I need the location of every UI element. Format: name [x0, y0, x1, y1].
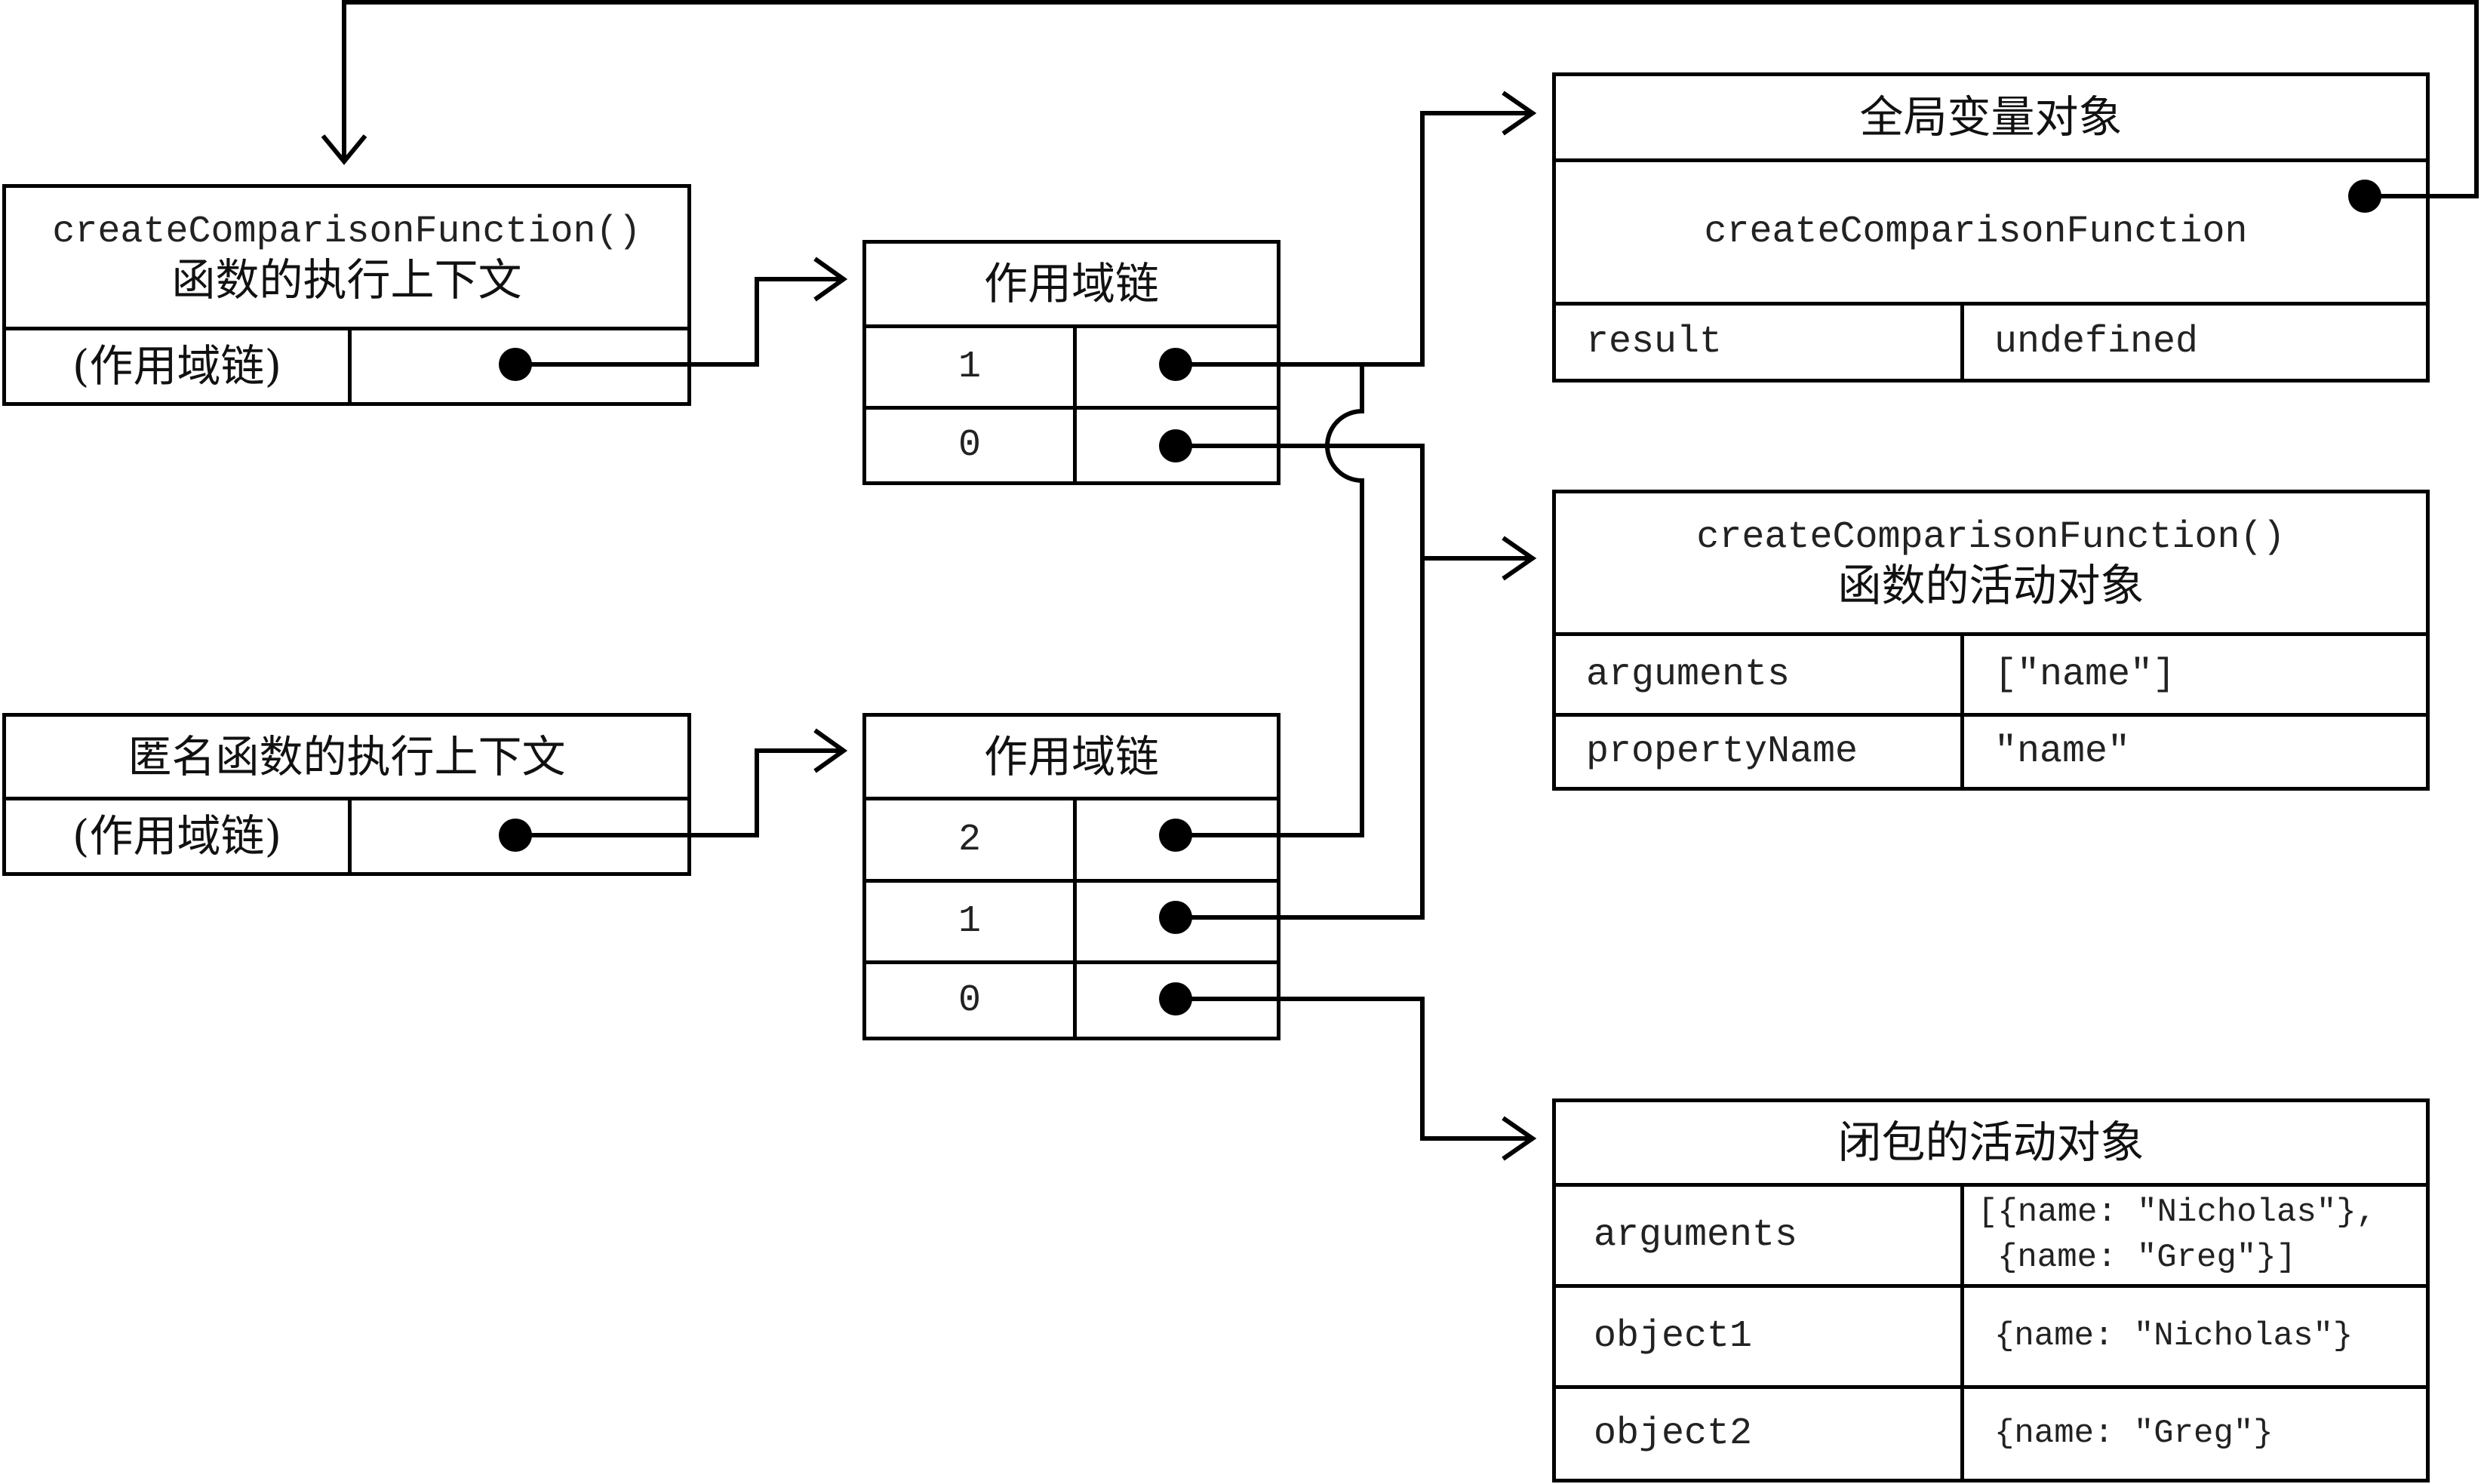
scope-chain-index: 0 [958, 424, 981, 467]
context-title: 匿名函数的执行上下文 [6, 717, 687, 797]
global-function-row: createComparisonFunction [1556, 158, 2426, 302]
variable-row: result undefined [1556, 302, 2426, 379]
scope-chain-row: 1 [866, 324, 1277, 406]
scope-chain-row: 0 [866, 960, 1277, 1037]
arrowhead [1502, 536, 1537, 581]
variable-name: arguments [1594, 1214, 1798, 1257]
context-title-cn: 函数的执行上下文 [171, 253, 522, 306]
scope-chain-pointer-cell [348, 330, 687, 402]
scope-chain-pointer-cell [1073, 964, 1277, 1037]
arrowhead [1502, 1116, 1537, 1161]
context-title-cn: 匿名函数的执行上下文 [128, 730, 566, 782]
variable-name: object2 [1594, 1412, 1753, 1455]
scope-chain-table-1: 作用域链 1 0 [862, 240, 1280, 485]
scope-chain-index: 2 [958, 818, 981, 862]
pointer-dot [1159, 982, 1192, 1015]
pointer-dot [2348, 180, 2381, 213]
scope-chain-table-2: 作用域链 2 1 0 [862, 713, 1280, 1040]
pointer-dot [1159, 819, 1192, 852]
pointer-dot [499, 819, 532, 852]
arrowhead [813, 728, 848, 773]
pointer-dot [1159, 348, 1192, 381]
scope-chain-label: (作用域链) [72, 340, 282, 392]
create-function-activation-object: createComparisonFunction() 函数的活动对象 argum… [1552, 490, 2430, 791]
context-title: createComparisonFunction() 函数的执行上下文 [6, 188, 687, 327]
arguments-value-line-2: {name: "Greg"}] [1997, 1238, 2297, 1277]
arguments-value-line-1: [{name: "Nicholas"}, [1978, 1194, 2377, 1232]
variable-value: {name: "Greg"} [1960, 1389, 2426, 1479]
scope-chain-label: (作用域链) [72, 810, 282, 862]
variable-name: result [1586, 321, 1723, 364]
scope-chain-pointer-cell [1073, 328, 1277, 406]
variable-value: ["name"] [1960, 636, 2426, 713]
scope-chain-index: 0 [958, 979, 981, 1022]
scope-chain-pointer-cell [348, 800, 687, 872]
variable-value: undefined [1960, 306, 2426, 379]
arrowhead [1502, 91, 1537, 136]
scope-chain-pointer-cell [1073, 800, 1277, 879]
scope-chain-row: (作用域链) [6, 327, 687, 402]
global-variable-object: 全局变量对象 createComparisonFunction result u… [1552, 72, 2430, 383]
scope-chain-index: 1 [958, 900, 981, 943]
pointer-dot [499, 348, 532, 381]
create-function-execution-context: createComparisonFunction() 函数的执行上下文 (作用域… [2, 184, 691, 406]
global-object-title: 全局变量对象 [1859, 91, 2123, 143]
context-title-code: createComparisonFunction() [52, 210, 641, 253]
activation-object-title: createComparisonFunction() 函数的活动对象 [1556, 493, 2426, 632]
arrowhead [321, 134, 367, 165]
variable-row: object1 {name: "Nicholas"} [1556, 1284, 2426, 1385]
activation-title-cn: 函数的活动对象 [1837, 559, 2144, 611]
variable-name: object1 [1594, 1315, 1753, 1358]
scope-chain-row: 2 [866, 797, 1277, 879]
variable-row: arguments ["name"] [1556, 632, 2426, 713]
anonymous-function-execution-context: 匿名函数的执行上下文 (作用域链) [2, 713, 691, 876]
activation-title-code: createComparisonFunction() [1696, 515, 2286, 559]
variable-name: arguments [1586, 653, 1791, 696]
scope-chain-title: 作用域链 [983, 258, 1159, 310]
variable-row: arguments [{name: "Nicholas"}, {name: "G… [1556, 1183, 2426, 1284]
scope-chain-row: (作用域链) [6, 797, 687, 872]
closure-activation-object: 闭包的活动对象 arguments [{name: "Nicholas"}, {… [1552, 1098, 2430, 1482]
variable-name: propertyName [1586, 730, 1858, 773]
pointer-dot [1159, 429, 1192, 462]
variable-value: {name: "Nicholas"} [1960, 1288, 2426, 1385]
scope-chain-title: 作用域链 [983, 730, 1159, 782]
scope-chain-index: 1 [958, 346, 981, 389]
variable-row: propertyName "name" [1556, 713, 2426, 787]
pointer-dot [1159, 901, 1192, 934]
variable-row: object2 {name: "Greg"} [1556, 1385, 2426, 1479]
global-function-name: createComparisonFunction [1704, 210, 2248, 253]
closure-object-title: 闭包的活动对象 [1837, 1117, 2144, 1169]
variable-value: [{name: "Nicholas"}, {name: "Greg"}] [1960, 1187, 2426, 1284]
scope-chain-row: 0 [866, 406, 1277, 481]
scope-chain-row: 1 [866, 879, 1277, 960]
scope-chain-pointer-cell [1073, 883, 1277, 960]
arrowhead [813, 257, 848, 302]
scope-chain-pointer-cell [1073, 410, 1277, 481]
variable-value: "name" [1960, 717, 2426, 787]
